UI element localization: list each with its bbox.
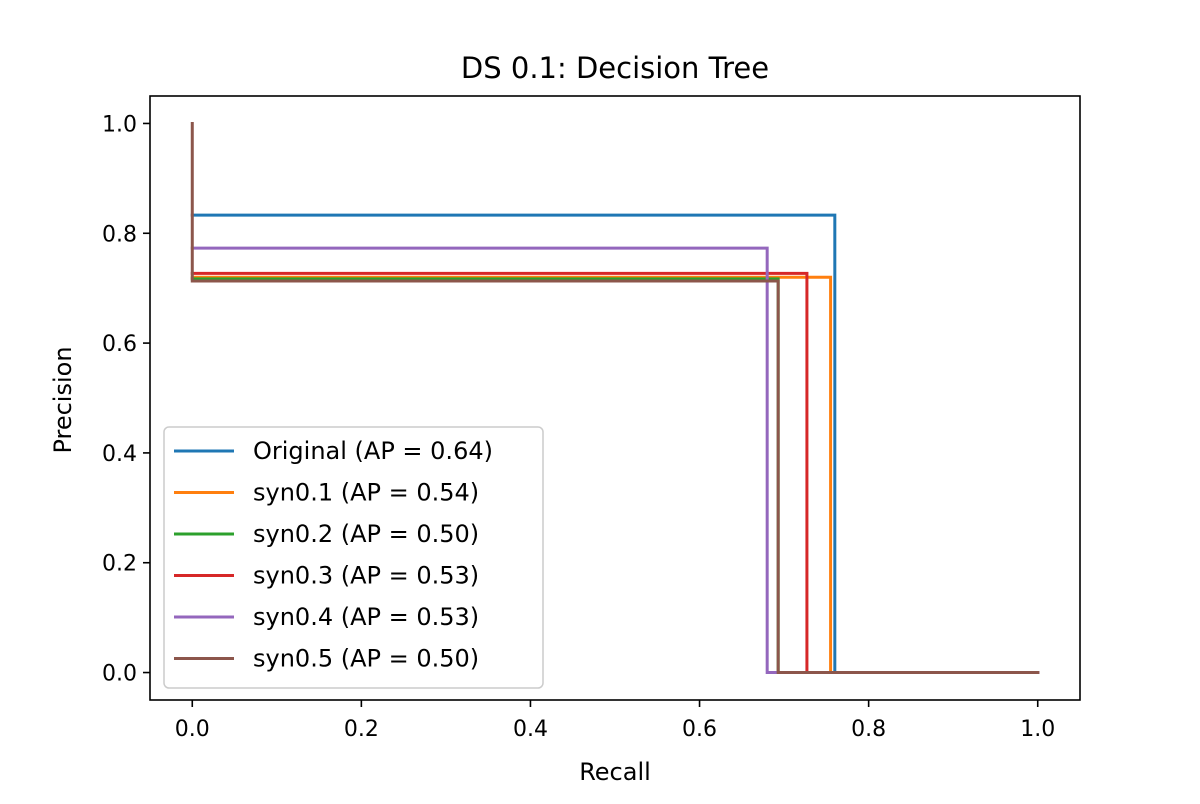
legend: Original (AP = 0.64) syn0.1 (AP = 0.54) sy… bbox=[163, 426, 544, 689]
chart-title: DS 0.1: Decision Tree bbox=[461, 51, 769, 85]
legend-label-3: syn0.3 (AP = 0.53) bbox=[253, 562, 479, 590]
x-tick-label: 0.8 bbox=[851, 717, 886, 742]
x-tick-label: 1.0 bbox=[1020, 717, 1055, 742]
y-axis-label: Precision bbox=[49, 346, 77, 453]
plot-area: 0.0 0.2 0.4 0.6 0.8 1.0 0.0 0.2 0.4 0.6 0.8 1.0 bbox=[102, 95, 1081, 742]
legend-label-5: syn0.5 (AP = 0.50) bbox=[253, 645, 479, 673]
x-tick-label: 0.0 bbox=[175, 717, 210, 742]
y-tick-label: 0.6 bbox=[102, 332, 137, 357]
legend-box bbox=[163, 426, 544, 689]
x-tick-label: 0.4 bbox=[513, 717, 548, 742]
y-tick-label: 0.8 bbox=[102, 222, 137, 247]
legend-label-4: syn0.4 (AP = 0.53) bbox=[253, 603, 479, 631]
axes-frame bbox=[149, 95, 1081, 701]
legend-label-0: Original (AP = 0.64) bbox=[253, 437, 493, 465]
x-tick-label: 0.6 bbox=[682, 717, 717, 742]
y-tick-label: 1.0 bbox=[102, 112, 137, 137]
legend-label-1: syn0.1 (AP = 0.54) bbox=[253, 479, 479, 507]
legend-label-2: syn0.2 (AP = 0.50) bbox=[253, 520, 479, 548]
y-tick-label: 0.4 bbox=[102, 442, 137, 467]
x-axis-label: Recall bbox=[579, 758, 651, 786]
series-line-5 bbox=[190, 121, 1040, 675]
y-tick-label: 0.0 bbox=[102, 662, 137, 687]
y-tick-label: 0.2 bbox=[102, 552, 137, 577]
x-tick-label: 0.2 bbox=[344, 717, 379, 742]
